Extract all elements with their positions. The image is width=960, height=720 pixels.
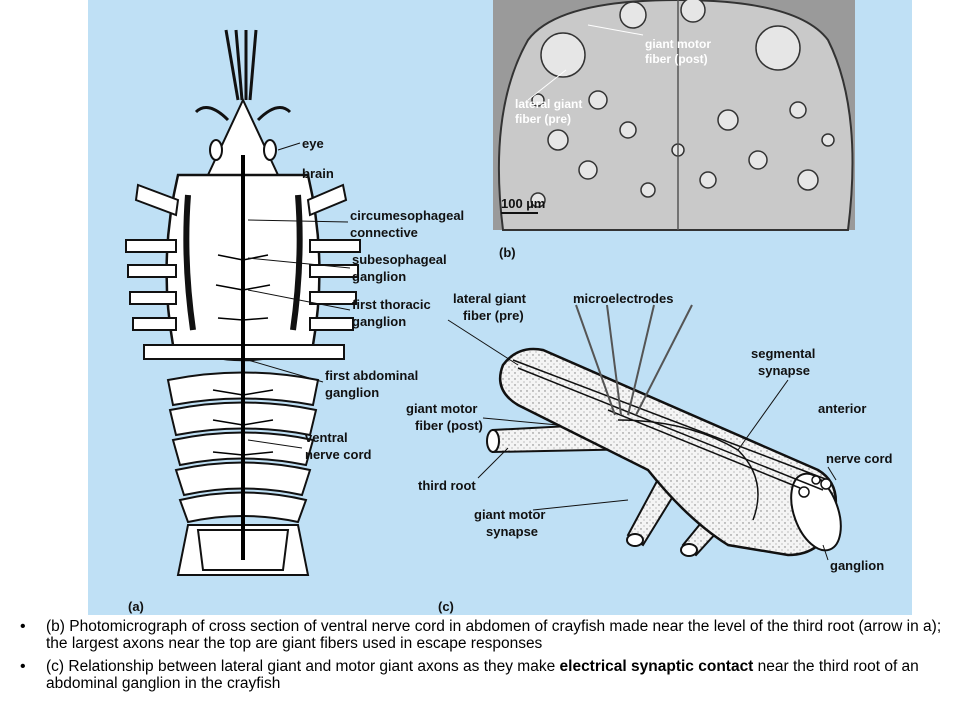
micrograph <box>493 0 855 231</box>
label-nerve-cord-c: nerve cord <box>826 451 893 466</box>
label-giant-motor-synapse: giant motor <box>474 507 546 522</box>
label-connective: connective <box>350 225 418 240</box>
label-subesophageal-ganglion: ganglion <box>352 269 406 284</box>
label-anterior: anterior <box>818 401 866 416</box>
label-microelectrodes: microelectrodes <box>573 291 673 306</box>
crayfish-drawing <box>125 29 361 576</box>
label-ventral: ventral <box>305 430 348 445</box>
antennae <box>194 29 292 122</box>
scale-bar-label: 100 µm <box>501 196 545 211</box>
label-giant-motor-b: giant motor <box>645 37 711 51</box>
label-first-abdominal-ganglion: ganglion <box>325 385 379 400</box>
label-segmental: segmental <box>751 346 815 361</box>
label-lateral-giant-c: lateral giant <box>453 291 527 306</box>
caption-c-text-end: near the third root of an abdominal gang… <box>46 658 919 692</box>
synapse-diagram <box>447 304 842 561</box>
label-lateral-giant-pre-c: fiber (pre) <box>463 308 524 323</box>
label-ganglion: ganglion <box>830 558 884 573</box>
label-eye: eye <box>302 136 324 151</box>
caption-b-text: (b) Photomicrograph of cross section of … <box>46 618 942 652</box>
nerve-cord-body <box>498 347 838 557</box>
panel-label-c: (c) <box>438 599 454 614</box>
leader-lines-a <box>247 142 351 449</box>
label-third-root: third root <box>418 478 476 493</box>
figure-illustration: eye brain circumesophageal connective su… <box>125 0 893 614</box>
label-lateral-giant-b: lateral giant <box>515 97 582 111</box>
caption-c: (c) Relationship between lateral giant a… <box>20 658 950 692</box>
panel-label-b: (b) <box>499 245 516 260</box>
label-brain: brain <box>302 166 334 181</box>
label-giant-motor-c: giant motor <box>406 401 478 416</box>
label-first-thoracic-ganglion: ganglion <box>352 314 406 329</box>
caption-list: (b) Photomicrograph of cross section of … <box>20 618 950 698</box>
label-ventral-nerve-cord: nerve cord <box>305 447 372 462</box>
caption-b: (b) Photomicrograph of cross section of … <box>20 618 950 652</box>
label-segmental-synapse: synapse <box>758 363 810 378</box>
eye-shape <box>209 139 223 161</box>
panel-label-a: (a) <box>128 599 144 614</box>
label-first-thoracic: first thoracic <box>352 297 431 312</box>
label-giant-motor-post-b: fiber (post) <box>645 52 708 66</box>
label-giant-motor-post-c: fiber (post) <box>415 418 483 433</box>
caption-c-text-start: (c) Relationship between lateral giant a… <box>46 658 560 675</box>
label-giant-motor-synapse-2: synapse <box>486 524 538 539</box>
figure-panel: eye brain circumesophageal connective su… <box>88 0 912 615</box>
microelectrodes <box>575 304 693 416</box>
legs <box>125 183 361 360</box>
label-lateral-giant-pre-b: fiber (pre) <box>515 112 571 126</box>
label-subesophageal: subesophageal <box>352 252 447 267</box>
label-circumesophageal: circumesophageal <box>350 208 464 223</box>
label-first-abdominal: first abdominal <box>325 368 418 383</box>
caption-c-emphasis: electrical synaptic contact <box>559 658 754 675</box>
